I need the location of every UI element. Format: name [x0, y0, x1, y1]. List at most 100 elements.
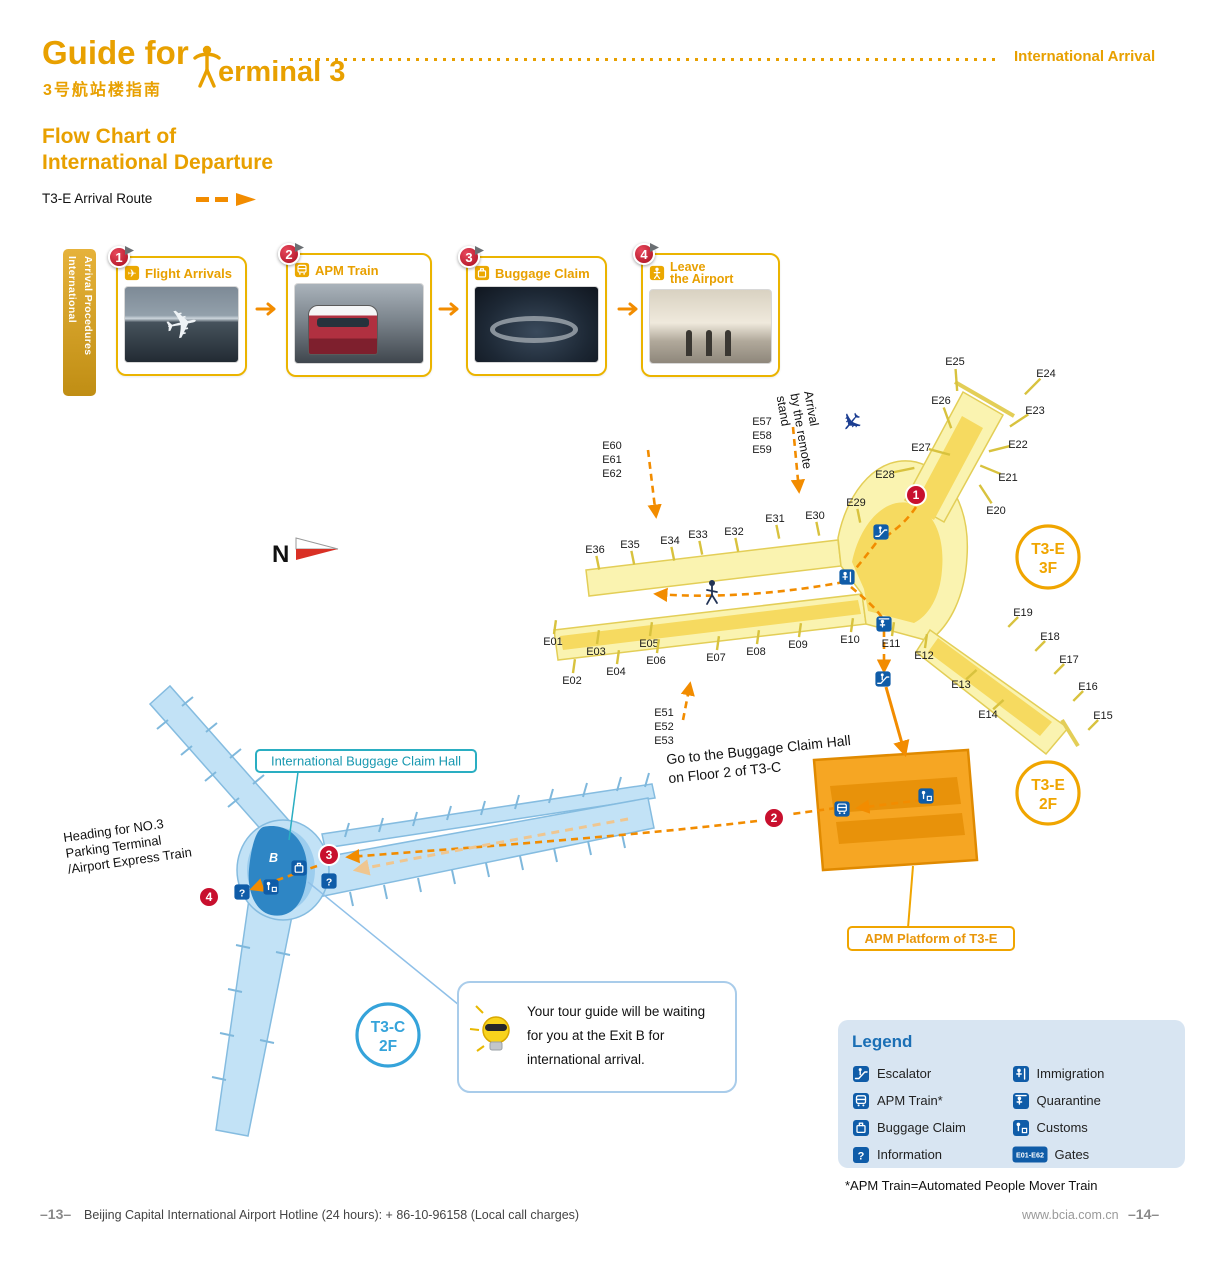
legend-item-customs: Customs: [1012, 1114, 1172, 1141]
escalator-icon: [875, 671, 891, 687]
stand-tick: [485, 862, 490, 878]
information-icon: ?: [234, 884, 250, 900]
gate-tick: [595, 630, 601, 645]
gate-tick: [923, 634, 929, 649]
arrival-route-label: T3-E Arrival Route: [42, 191, 153, 206]
gate-label: E14: [978, 709, 998, 721]
apm-platform-label: APM Platform of T3-E: [865, 931, 998, 946]
svg-text:T3-E: T3-E: [1031, 777, 1065, 794]
stand-tick: [412, 811, 418, 827]
stand-tick: [180, 745, 193, 756]
gate-label: E32: [724, 526, 744, 538]
compass-needle-white: [295, 537, 339, 550]
gate-tick: [815, 521, 821, 536]
gate-label: E16: [1078, 681, 1098, 693]
flow-arrow: [437, 300, 463, 323]
stand-tick: [235, 944, 251, 949]
route-marker-1: 1: [905, 484, 927, 506]
stand-tick: [616, 776, 622, 792]
hotline-text: Beijing Capital International Airport Ho…: [84, 1208, 580, 1222]
gate-label: E31: [765, 513, 785, 525]
gate-label: E04: [606, 666, 626, 678]
svg-text:2: 2: [771, 811, 778, 825]
gate-tick: [571, 659, 577, 674]
step-label: APM Train: [315, 262, 379, 278]
gate-label: E35: [620, 539, 640, 551]
stand-tick: [480, 800, 486, 816]
gate-label: E03: [586, 646, 606, 658]
person-logo-icon: [193, 45, 221, 88]
stand-tick: [275, 951, 291, 956]
claim-hall-callout: International Buggage Claim Hall: [255, 749, 477, 773]
gate-tick: [775, 524, 781, 539]
legend-item-immigration: Immigration: [1012, 1060, 1172, 1087]
gate-label: E26: [931, 395, 951, 407]
gate-tick: [615, 650, 621, 665]
stand-tick: [417, 877, 422, 893]
airplane-icon: ✈: [833, 404, 870, 440]
dashed-arrow-icon: [196, 193, 256, 206]
north-label: N: [272, 541, 289, 568]
gate-tick: [988, 444, 1011, 453]
gate-tick: [979, 464, 1002, 476]
carousel-shape: [489, 315, 579, 343]
remote-gate-label: E57: [752, 416, 772, 428]
claim-hall-connector: [288, 771, 299, 841]
stand-tick: [519, 855, 524, 871]
gate-label: E29: [846, 497, 866, 509]
figure-shape: [705, 329, 712, 356]
remote-gate-label: E58: [752, 430, 772, 442]
page-title-guide-for: Guide for: [42, 34, 189, 71]
gate-tick: [715, 636, 721, 651]
gate-label: E08: [746, 646, 766, 658]
svg-text:?: ?: [858, 1150, 865, 1162]
gate-tick: [797, 623, 803, 638]
gate-label: E09: [788, 639, 808, 651]
legend-item-escalator: Escalator: [852, 1060, 1012, 1087]
gate-label: E24: [1036, 368, 1056, 380]
customs-icon: [263, 879, 279, 895]
gate-tick: [1024, 377, 1042, 396]
stand-tick: [181, 696, 194, 707]
buggage-claim-photo: [474, 286, 599, 363]
north-compass: N: [272, 537, 339, 568]
step-number-badge: 3: [458, 246, 480, 268]
stand-tick: [156, 719, 169, 730]
svg-text:4: 4: [206, 890, 213, 904]
svg-text:Your tour guide will be waitin: Your tour guide will be waiting: [527, 1004, 705, 1019]
gate-tick: [698, 540, 704, 555]
buggage-claim-icon: [853, 1119, 869, 1136]
leave-airport-icon: [649, 265, 665, 281]
buggage-claim-icon: [474, 265, 490, 281]
page-title-terminal: erminal 3: [218, 56, 346, 88]
stand-tick: [204, 771, 217, 782]
legend-item-quarantine: Quarantine: [1012, 1087, 1172, 1114]
remote-gate-label: E62: [602, 468, 622, 480]
legend: Legend Escalator APM Train* Buggage Clai…: [838, 1020, 1185, 1168]
stand-tick: [259, 1039, 275, 1044]
information-icon: ?: [321, 873, 337, 889]
flow-arrow: [616, 300, 642, 323]
gate-label: E23: [1025, 405, 1045, 417]
to-apm-solid-route: [884, 686, 910, 758]
aircraft-stand-ticks: [156, 696, 650, 1081]
gate-tick: [1034, 640, 1046, 652]
gate-tick: [942, 407, 953, 429]
gate-tick: [965, 669, 978, 681]
gate-tick: [755, 630, 761, 645]
stand-tick: [621, 833, 626, 849]
gate-tick: [670, 546, 676, 561]
flight-arrivals-icon: ✈: [124, 265, 140, 281]
gate-label: E06: [646, 655, 666, 667]
gate-label: E11: [882, 638, 901, 650]
header-international-arrival: International Arrival: [1014, 48, 1156, 65]
svg-text:2F: 2F: [1039, 796, 1057, 813]
route-marker-2: 2: [763, 807, 785, 829]
stand-tick: [548, 788, 554, 804]
svg-text:3: 3: [326, 848, 333, 862]
stand-tick: [219, 1032, 235, 1037]
gate-label: E21: [998, 472, 1018, 484]
stand-tick: [229, 748, 242, 759]
gate-tick: [892, 466, 915, 474]
